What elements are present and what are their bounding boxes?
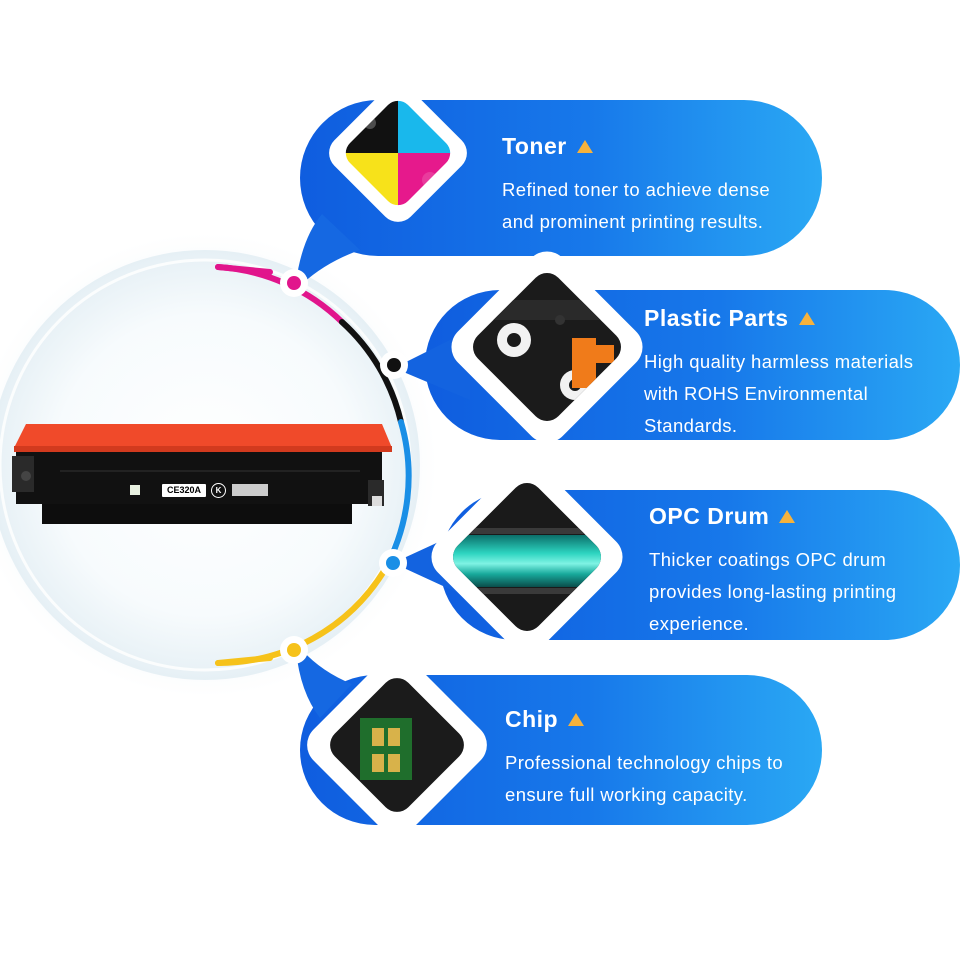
feature-desc-line: provides long-lasting printing [649, 581, 897, 602]
feature-desc-line: with ROHS Environmental [644, 383, 869, 404]
feature-band-chip [280, 636, 822, 835]
feature-title: Chip [505, 706, 783, 733]
up-triangle-icon [779, 510, 796, 523]
feature-plastic-parts: Plastic Parts High quality harmless mate… [644, 305, 913, 442]
feature-title: OPC Drum [649, 503, 897, 530]
feature-description: Refined toner to achieve dense and promi… [502, 174, 770, 238]
feature-desc-line: experience. [649, 613, 750, 634]
feature-title-text: Plastic Parts [644, 305, 789, 331]
feature-description: Thicker coatings OPC drum provides long-… [649, 544, 897, 640]
cartridge-color-code: K [211, 483, 226, 498]
color-ring [215, 264, 412, 667]
up-triangle-icon [568, 713, 585, 726]
feature-title-text: Chip [505, 706, 559, 732]
feature-band-plastic [380, 251, 960, 443]
feature-chip: Chip Professional technology chips to en… [505, 706, 783, 811]
feature-desc-line: and prominent printing results. [502, 211, 764, 232]
feature-desc-line: Standards. [644, 415, 738, 436]
feature-band-toner [280, 84, 822, 297]
feature-title: Plastic Parts [644, 305, 913, 332]
feature-desc-line: High quality harmless materials [644, 351, 914, 372]
feature-desc-line: Professional technology chips to [505, 752, 784, 773]
feature-title-text: Toner [502, 133, 567, 159]
feature-desc-line: Refined toner to achieve dense [502, 179, 771, 200]
feature-opc-drum: OPC Drum Thicker coatings OPC drum provi… [649, 503, 897, 640]
feature-title-text: OPC Drum [649, 503, 770, 529]
feature-band-drum [379, 461, 960, 653]
feature-desc-line: Thicker coatings OPC drum [649, 549, 887, 570]
feature-title: Toner [502, 133, 770, 160]
up-triangle-icon [798, 312, 815, 325]
feature-desc-line: ensure full working capacity. [505, 784, 748, 805]
cartridge-model-label: CE320A [162, 484, 206, 497]
toner-cartridge [12, 424, 392, 524]
feature-toner: Toner Refined toner to achieve dense and… [502, 133, 770, 238]
feature-description: Professional technology chips to ensure … [505, 747, 783, 811]
feature-description: High quality harmless materials with ROH… [644, 346, 913, 442]
up-triangle-icon [576, 140, 593, 153]
